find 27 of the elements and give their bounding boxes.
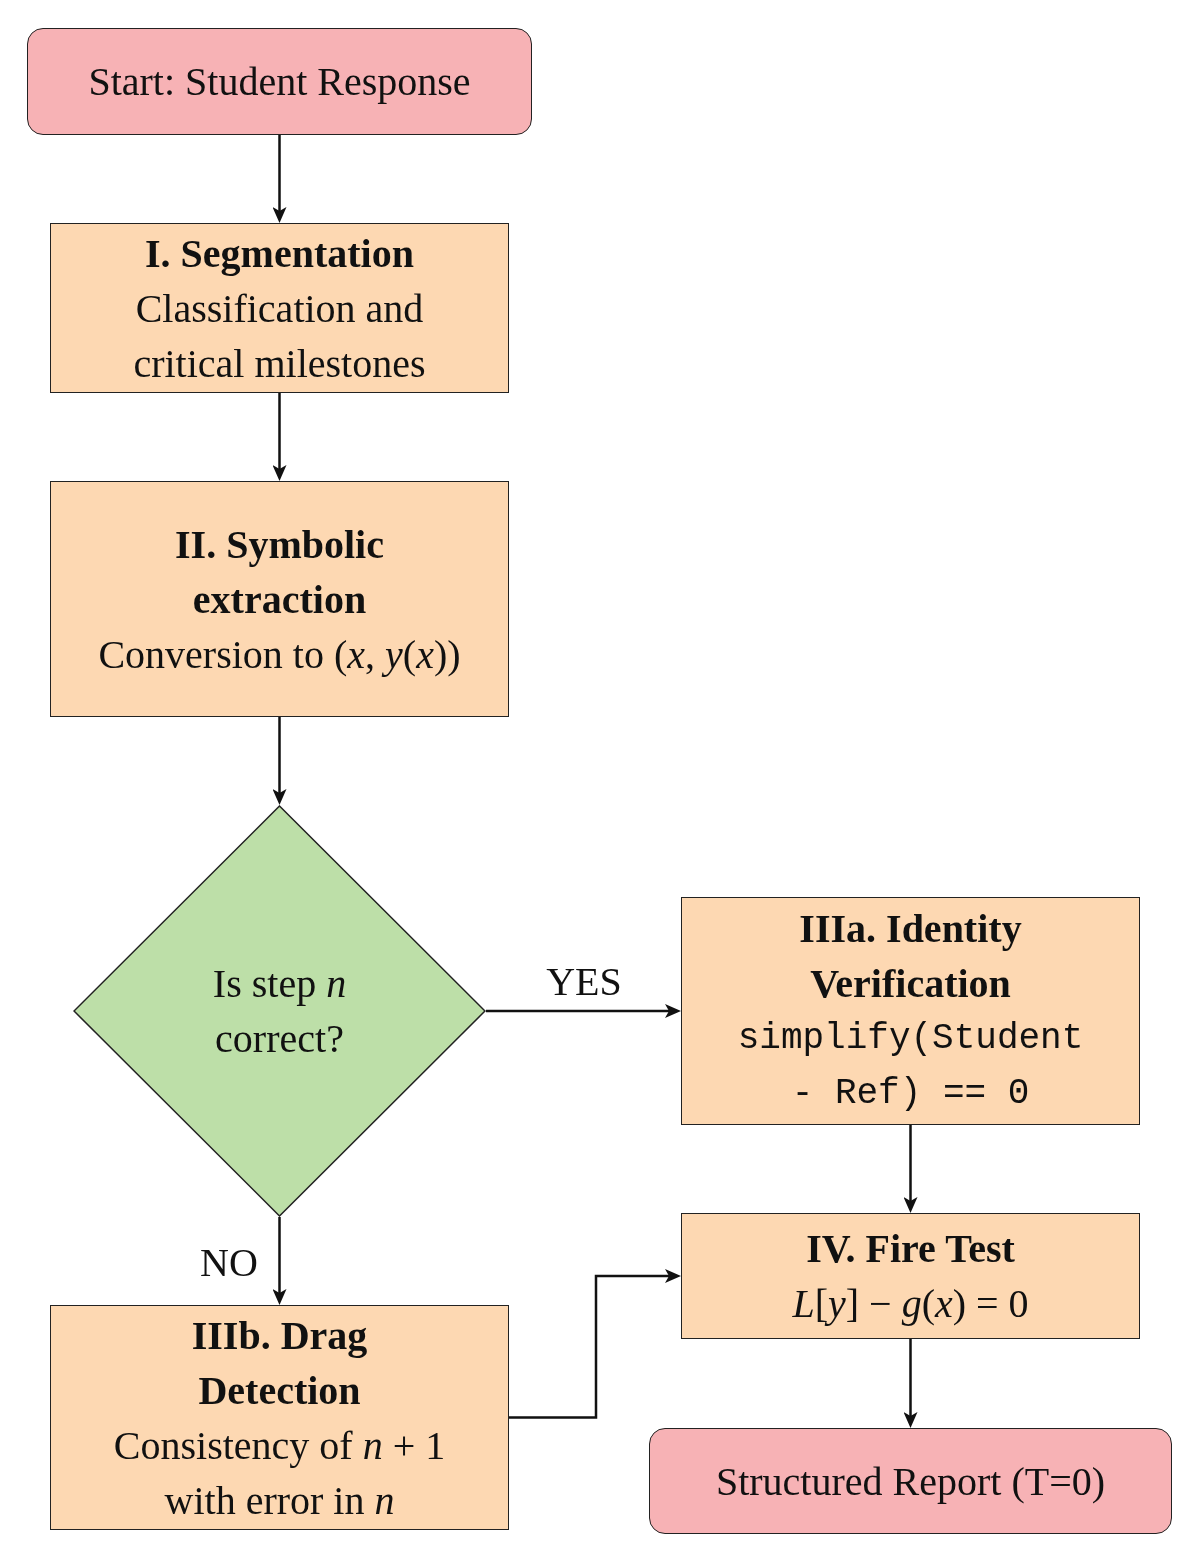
code-expression: simplify(Student - Ref) == 0 [736,1017,1085,1116]
arrow [509,1269,681,1419]
process-box [681,897,1140,1125]
arrow [486,1004,681,1018]
step-title: IV. Fire Test [806,1225,1015,1273]
terminal-label: Start: Student Response [88,58,471,106]
step-title: I. Segmentation [145,229,414,278]
arrow [903,1125,918,1213]
arrow [272,135,287,223]
decision-question: Is step n correct? [211,960,348,1063]
step-description: Classification and critical milestones [132,284,427,388]
arrow [903,1339,918,1428]
process-box [50,223,509,393]
process-box [681,1213,1140,1339]
arrow [272,393,287,481]
step-title: IIIa. Identity Verification [798,905,1023,1008]
arrow [272,717,287,805]
step-description: Consistency of n + 1 with error in n [112,1421,447,1525]
decision-diamond [73,805,486,1217]
formula: L[y] − g(x) = 0 [792,1280,1029,1328]
terminal-label: Structured Report (T=0) [715,1457,1106,1506]
process-box [50,1305,509,1530]
step-description: Conversion to (x, y(x)) [98,630,461,679]
start-terminal [27,28,532,135]
arrow [272,1217,287,1305]
end-terminal [649,1428,1172,1534]
process-box [50,481,509,717]
